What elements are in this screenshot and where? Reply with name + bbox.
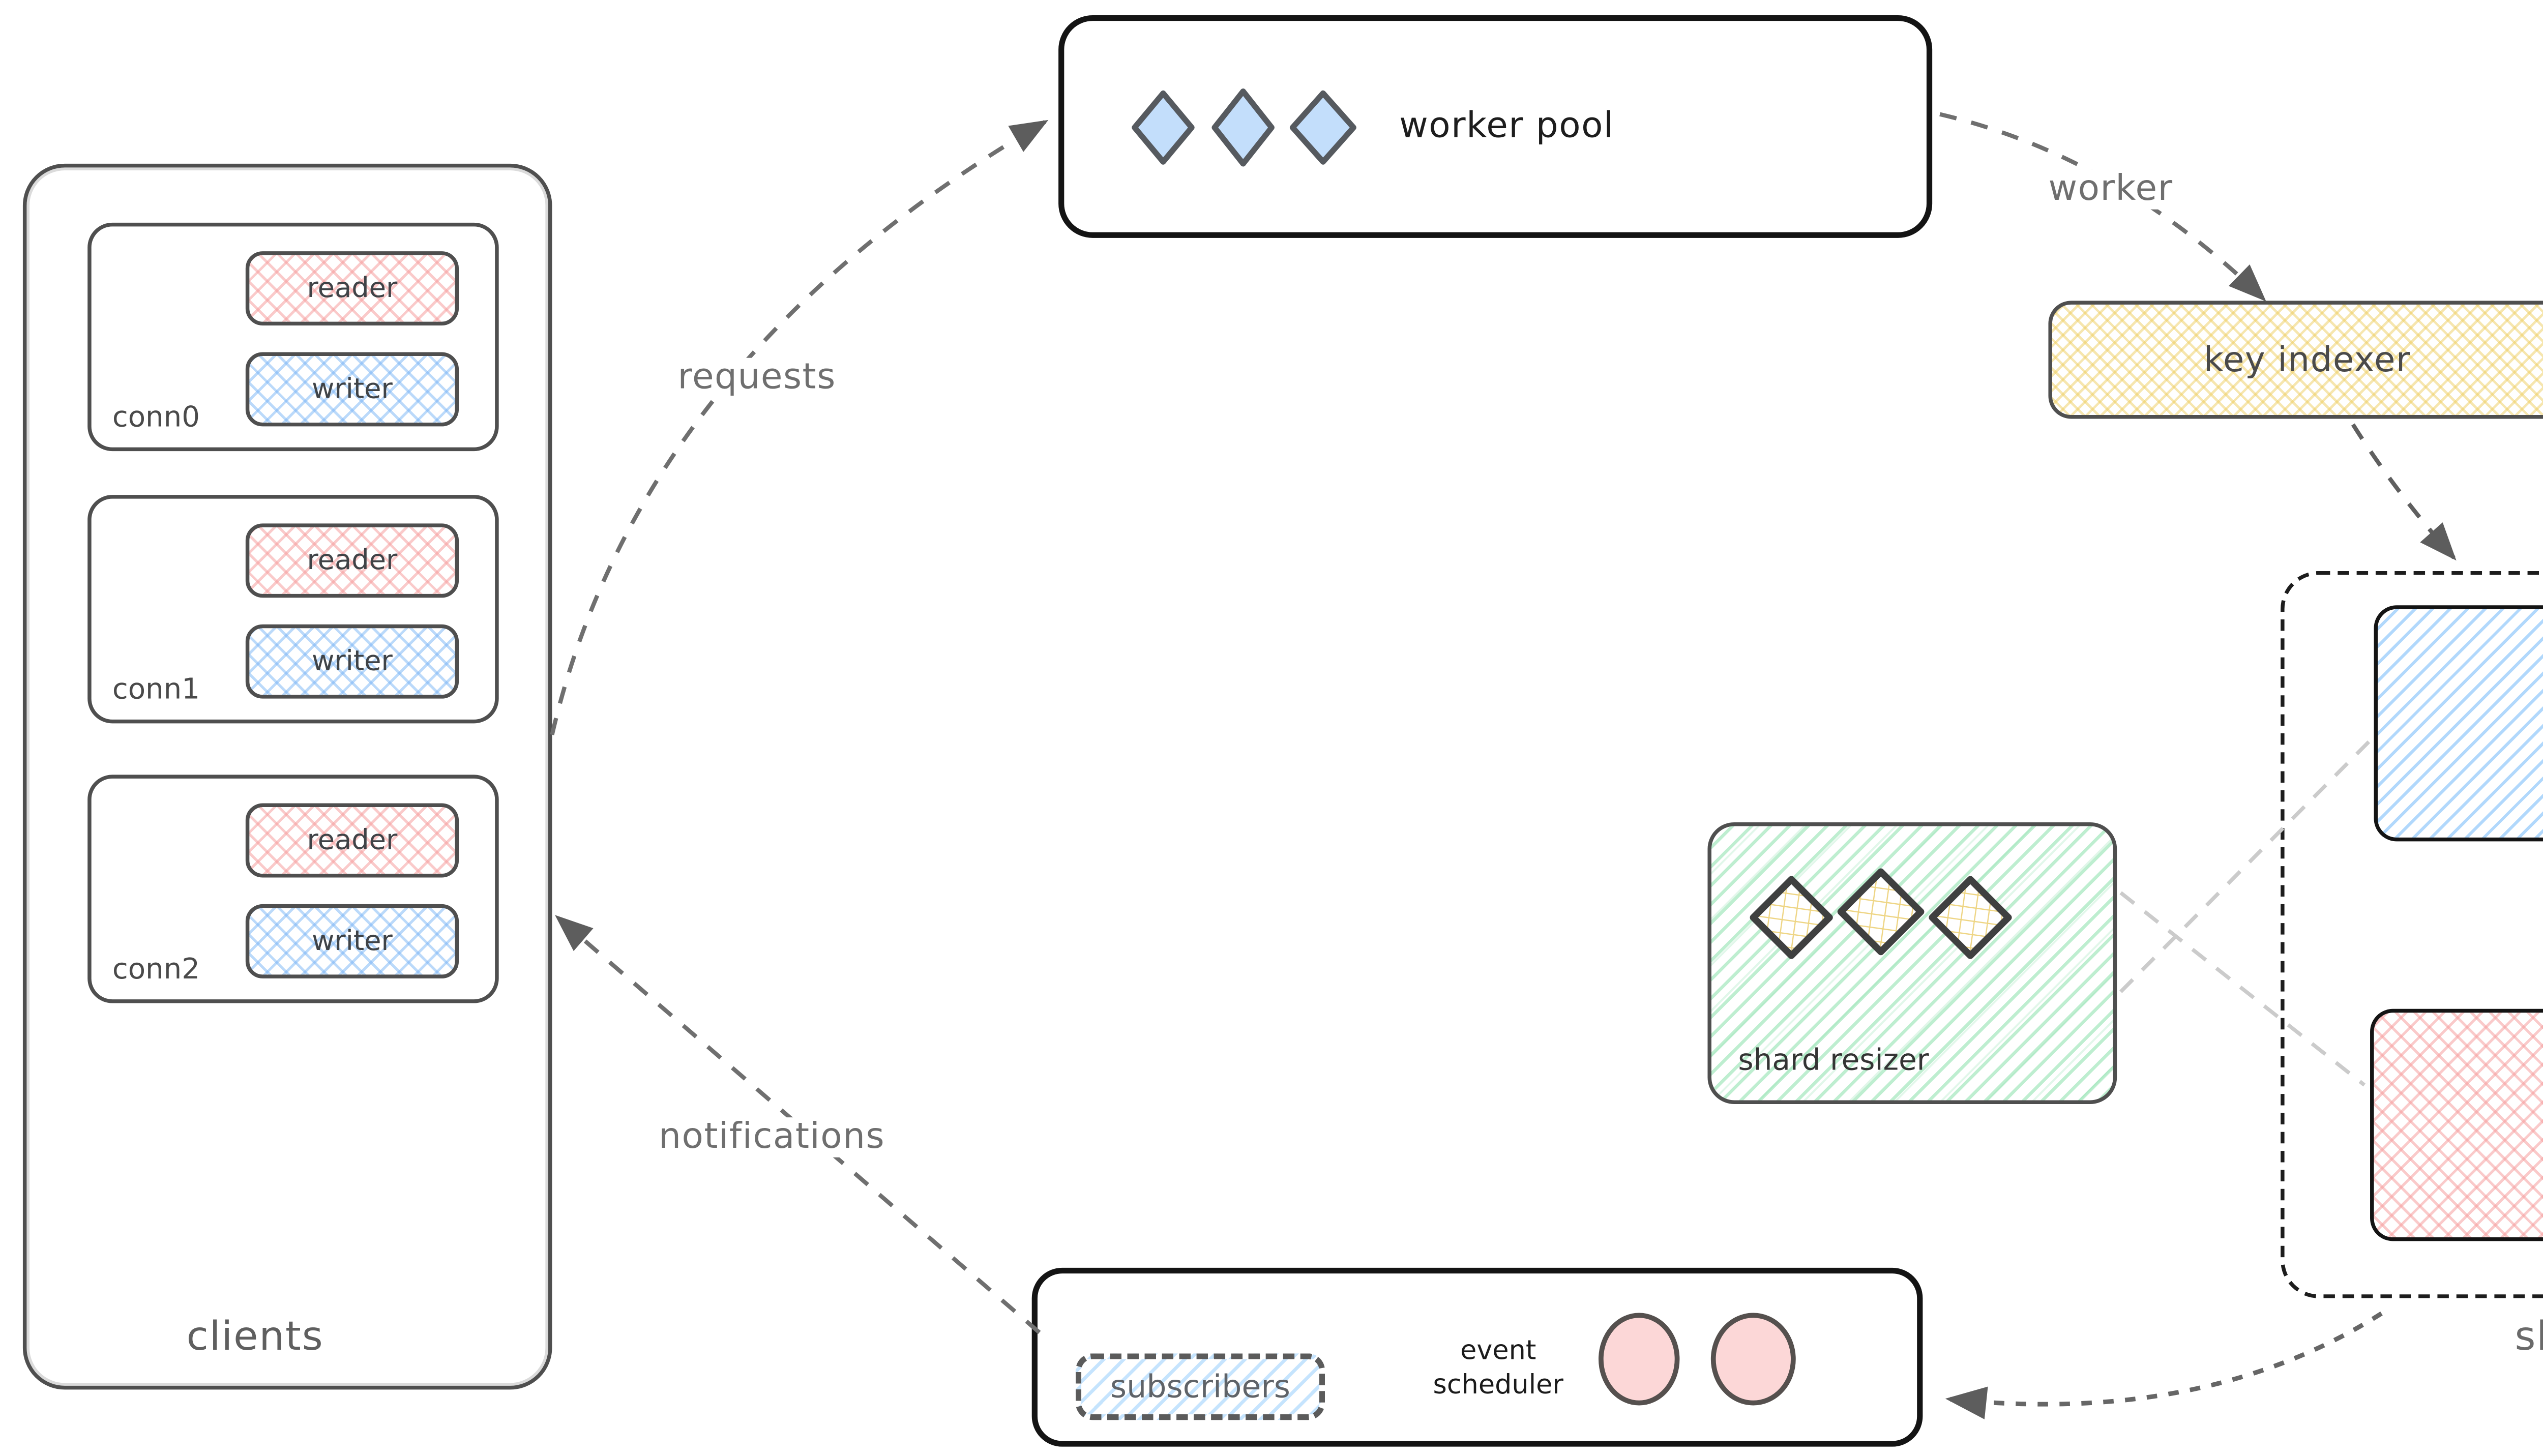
conn2-reader-label: reader [307,825,398,856]
clients-label: clients [186,1313,324,1359]
key-indexer-label: key indexer [2203,340,2411,380]
active-shard-store-box[interactable]: active shard store [2370,1008,2543,1241]
conn1-box[interactable]: reader writer conn1 [87,495,499,724]
clients-group[interactable]: reader writer conn0 reader writer conn1 … [22,163,552,1390]
resizer-diamond-icon[interactable] [1927,874,2014,961]
indexer-to-shardstore-arrow[interactable] [2351,423,2457,561]
worker-diamond-icon[interactable] [1289,86,1357,166]
dirty-shard-store-box[interactable]: dirty shard store [2374,605,2543,842]
worker-diamond-icon[interactable] [1129,86,1198,166]
scheduler-circle-row [1598,1313,1796,1406]
subscribers-box[interactable]: subscribers [1075,1353,1325,1420]
conn0-reader-box[interactable]: reader [245,251,459,326]
worker-pool-label: worker pool [1399,106,1614,147]
worker-diamond-icon[interactable] [1209,86,1278,166]
shard-resizer-box[interactable]: shard resizer [1707,822,2117,1104]
conn0-writer-label: writer [312,374,393,405]
conn2-reader-box[interactable]: reader [245,803,459,878]
key-indexer-box[interactable]: key indexer [2048,301,2543,419]
conn1-reader-label: reader [307,545,398,576]
conn0-writer-box[interactable]: writer [245,352,459,427]
notifications-arrow-label: notifications [651,1117,893,1157]
conn0-label: conn0 [112,400,200,434]
conn2-writer-box[interactable]: writer [245,904,459,978]
conn1-writer-label: writer [312,646,393,677]
resizer-diamond-icon[interactable] [1837,868,1925,956]
conn2-writer-label: writer [312,926,393,957]
conn1-reader-box[interactable]: reader [245,523,459,598]
resizer-diamond-icon[interactable] [1748,874,1835,961]
conn1-label: conn1 [112,672,200,706]
event-scheduler-label: event scheduler [1433,1336,1563,1402]
scheduler-circle-icon[interactable] [1598,1313,1680,1406]
conn2-box[interactable]: reader writer conn2 [87,775,499,1003]
requests-arrow[interactable] [550,120,1049,735]
event-scheduler-box[interactable]: subscribers event scheduler [1031,1267,1923,1447]
subscribers-label: subscribers [1110,1369,1290,1405]
worker-pool-box[interactable]: worker pool [1058,15,1933,238]
scheduler-circle-icon[interactable] [1710,1313,1796,1406]
conn2-label: conn2 [112,952,200,986]
conn1-writer-box[interactable]: writer [245,624,459,699]
shardstore-to-scheduler-arrow[interactable] [1945,1311,2383,1419]
conn0-box[interactable]: reader writer conn0 [87,222,499,452]
shard-resizer-label: shard resizer [1738,1043,1929,1078]
worker-diamond-row [1129,86,1357,166]
shard-store-label: shard store [2515,1313,2543,1359]
worker-arrow-label: worker [2041,169,2181,210]
conn0-reader-label: reader [307,273,398,304]
requests-arrow-label: requests [670,358,844,398]
